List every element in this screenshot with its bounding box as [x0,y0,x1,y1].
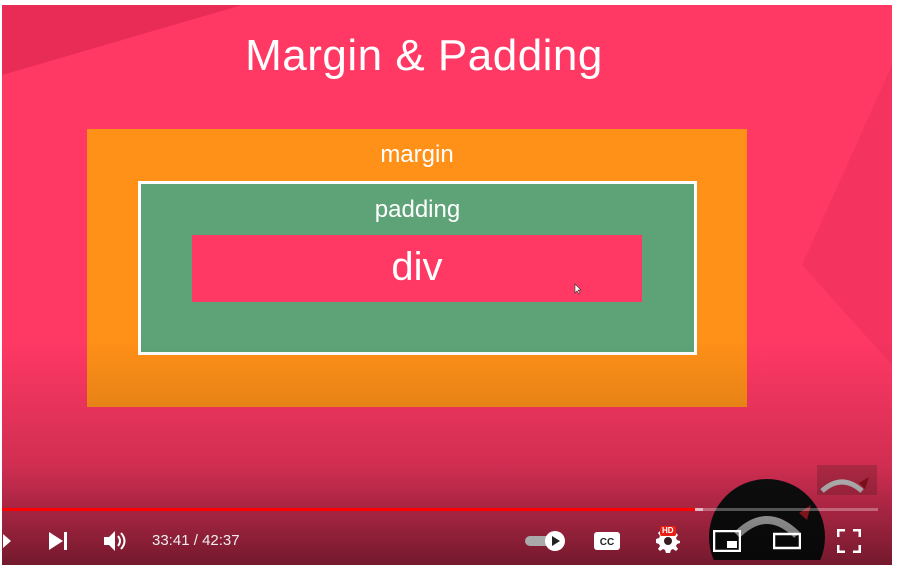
subtitles-icon: CC [594,532,620,550]
theater-mode-icon [773,532,801,550]
volume-button[interactable] [96,517,136,565]
slide-title: Margin & Padding [245,31,603,80]
video-player[interactable]: Margin & Padding margin padding div [2,5,892,565]
play-icon [3,534,11,548]
fullscreen-icon [837,529,861,553]
duration: 42:37 [202,532,240,549]
subtitles-button[interactable]: CC [586,517,628,565]
margin-box: margin padding div [87,129,747,407]
time-display: 33:41 / 42:37 [152,517,240,565]
progress-played [2,508,695,511]
fullscreen-button[interactable] [828,517,870,565]
time-separator: / [189,532,203,549]
cursor-icon [574,283,582,295]
div-box: div [192,235,642,302]
miniplayer-button[interactable] [706,517,748,565]
svg-text:CC: CC [600,537,614,548]
current-time: 33:41 [152,532,190,549]
volume-icon [104,531,126,551]
padding-box: padding div [138,181,697,355]
autoplay-toggle[interactable] [520,517,570,565]
play-button[interactable] [2,517,12,565]
autoplay-toggle-icon [525,531,565,551]
margin-label: margin [380,141,454,168]
next-button[interactable] [38,517,78,565]
padding-label: padding [374,196,461,223]
next-icon [49,532,67,550]
progress-bar[interactable] [2,508,878,511]
miniplayer-icon [713,530,741,552]
hd-badge: HD [660,526,676,536]
settings-button[interactable]: HD [646,517,690,565]
theater-mode-button[interactable] [766,517,808,565]
slide-right-decoration [802,65,892,365]
player-controls: 33:41 / 42:37 CC HD [2,517,892,565]
